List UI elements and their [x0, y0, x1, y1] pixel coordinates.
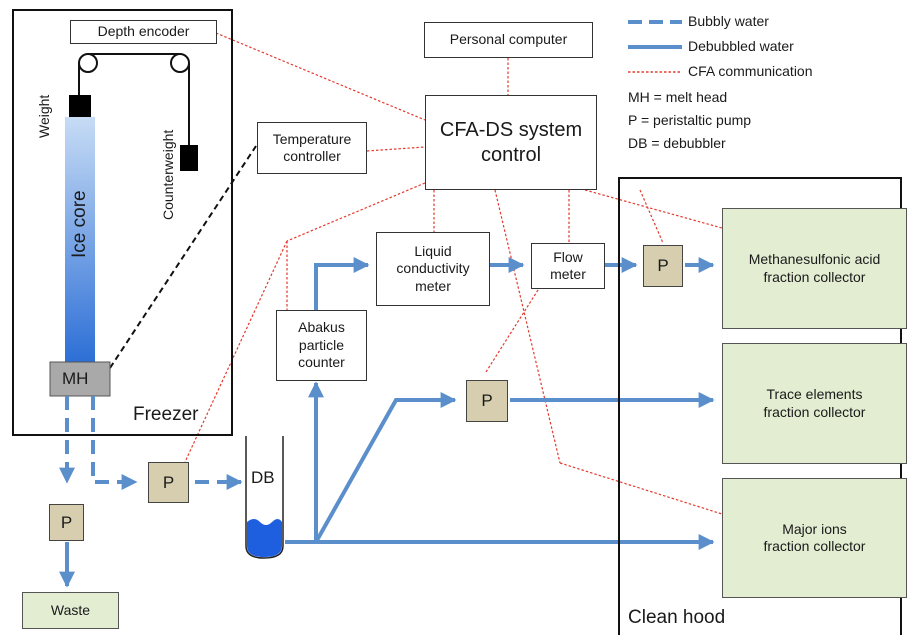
- legend-mh-definition: MH = melt head: [628, 89, 728, 105]
- trace-elements-fraction-collector: Trace elements fraction collector: [722, 343, 907, 464]
- legend-db-definition: DB = debubbler: [628, 135, 726, 151]
- legend-bubbly-water: Bubbly water: [688, 13, 769, 29]
- legend-p-definition: P = peristaltic pump: [628, 112, 752, 128]
- ice-core-shape: [65, 117, 95, 362]
- abakus-particle-counter: Abakus particle counter: [276, 310, 367, 381]
- melt-head-label: MH: [62, 369, 89, 388]
- melt-head: [49, 361, 111, 397]
- cfa-communication-lines: [184, 32, 723, 515]
- counterweight-block: [180, 145, 198, 171]
- debubbler-tube: [245, 436, 284, 559]
- freezer-label: Freezer: [133, 404, 199, 425]
- debubbler-label: DB: [251, 468, 275, 487]
- flow-meter: Flow meter: [531, 243, 605, 289]
- cfa-ds-system-control: CFA-DS system control: [425, 95, 597, 190]
- freezer-frame: [12, 9, 233, 436]
- depth-encoder: Depth encoder: [70, 20, 217, 44]
- liquid-conductivity-meter: Liquid conductivity meter: [376, 232, 490, 306]
- bubbly-water-lines: [59, 396, 243, 490]
- msa-fraction-collector: Methanesulfonic acid fraction collector: [722, 208, 907, 329]
- waste-box: Waste: [22, 592, 119, 629]
- major-ions-fraction-collector: Major ions fraction collector: [722, 478, 907, 598]
- pump-waste: P: [49, 504, 84, 541]
- counterweight-label: Counterweight: [160, 129, 176, 220]
- weight-label: Weight: [36, 94, 52, 138]
- debubbled-water-lines: [59, 257, 715, 588]
- legend-cfa-communication: CFA communication: [688, 63, 813, 79]
- pump-msa: P: [643, 245, 683, 287]
- clean-hood-label: Clean hood: [628, 607, 726, 628]
- weight-block: [69, 95, 91, 117]
- ice-core-label: Ice core: [69, 190, 90, 258]
- legend-debubbled-water: Debubbled water: [688, 38, 794, 54]
- temperature-controller: Temperature controller: [257, 122, 367, 174]
- pump-bubbly: P: [148, 462, 189, 503]
- pump-trace: P: [466, 380, 508, 422]
- personal-computer: Personal computer: [424, 22, 593, 58]
